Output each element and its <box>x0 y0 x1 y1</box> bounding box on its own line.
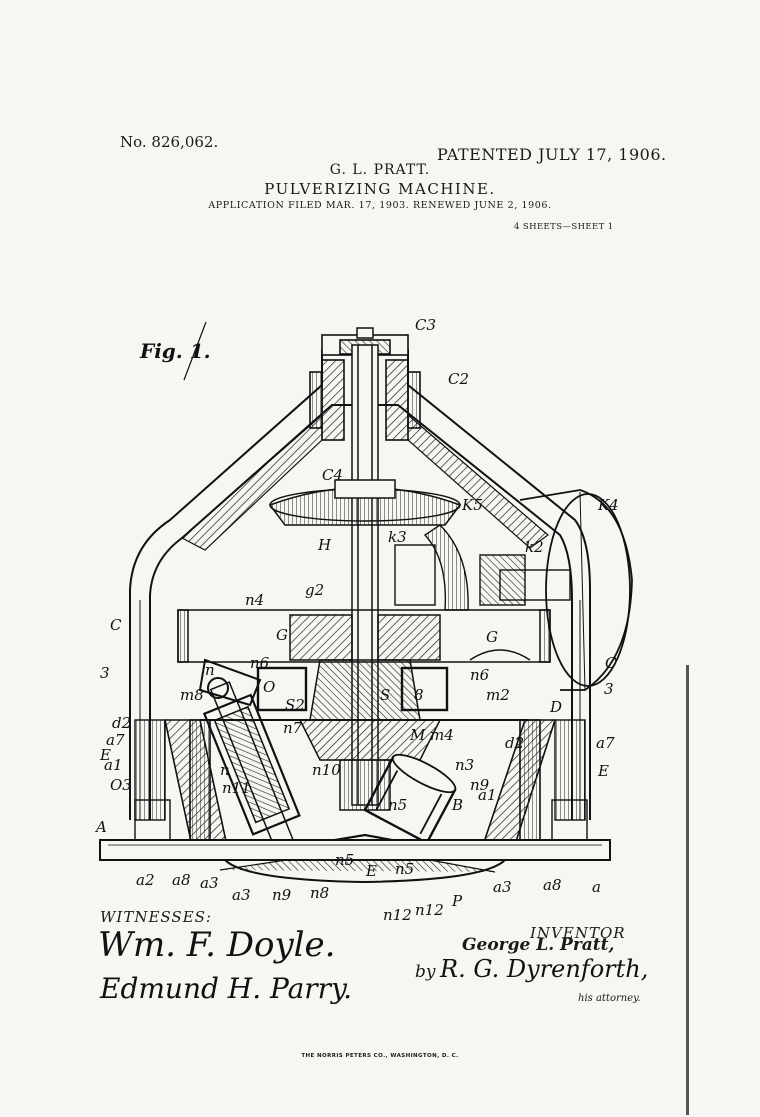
inventor-name-heading: G. L. PRATT. <box>329 162 431 178</box>
label-n11: n11 <box>222 779 251 797</box>
label-c2: C2 <box>448 370 469 388</box>
label-a1-left: a1 <box>104 756 123 774</box>
by-label: by <box>415 962 436 982</box>
label-s2: S2 <box>285 696 305 714</box>
label-g-left: G <box>276 626 288 644</box>
label-n-lower: n <box>220 761 230 779</box>
label-a7-left: a7 <box>106 731 125 749</box>
label-n5-center: n5 <box>335 851 354 869</box>
sheet-count: 4 SHEETS—SHEET 1 <box>514 222 614 232</box>
witnesses-label: WITNESSES: <box>100 908 212 926</box>
label-e-bottom: E <box>365 862 377 880</box>
label-a8-left: a8 <box>172 871 191 889</box>
label-n5-right: n5 <box>388 796 407 814</box>
label-k4: K4 <box>597 496 619 514</box>
patent-date: PATENTED JULY 17, 1906. <box>437 145 667 164</box>
label-a3-left: a3 <box>200 874 219 892</box>
side-posts <box>134 719 588 841</box>
label-8: 8 <box>414 686 424 704</box>
label-m: M <box>409 726 426 744</box>
label-n12-left: n12 <box>383 906 412 924</box>
drive-pulley <box>519 489 633 691</box>
label-h: H <box>317 536 332 554</box>
inventor-label: INVENTOR <box>530 924 626 942</box>
top-bearing <box>309 334 421 441</box>
label-k5: K5 <box>461 496 483 514</box>
application-line: APPLICATION FILED MAR. 17, 1903. RENEWED… <box>208 200 552 211</box>
witness-1-signature: Wm. F. Doyle. <box>98 925 336 965</box>
label-n3: n3 <box>455 756 474 774</box>
label-a7-right: a7 <box>596 734 615 752</box>
label-a3-right: a3 <box>493 878 512 896</box>
label-a2: a2 <box>136 871 155 889</box>
patent-number: No. 826,062. <box>120 133 219 151</box>
inventor-signature: George L. Pratt, <box>462 935 615 955</box>
label-e-right: E <box>597 762 609 780</box>
label-3-left: 3 <box>100 664 110 682</box>
attorney-signature: R. G. Dyrenforth, <box>440 955 649 983</box>
label-k2: k2 <box>525 538 544 556</box>
label-s: S <box>380 686 390 704</box>
label-b: B <box>451 796 463 814</box>
pinion-gear <box>394 524 571 611</box>
central-hub <box>256 659 449 811</box>
label-g2: g2 <box>305 581 324 599</box>
label-m4: m4 <box>430 726 454 744</box>
label-n10: n10 <box>312 761 341 779</box>
label-g-right: G <box>486 628 498 646</box>
figure-label: Fig. 1. <box>139 321 211 381</box>
scan-edge-line <box>686 665 689 1115</box>
label-m2: m2 <box>486 686 510 704</box>
label-d: D <box>549 698 562 716</box>
label-n4: n4 <box>245 591 264 609</box>
bevel-gear-large <box>268 479 462 526</box>
label-3-right: 3 <box>604 680 614 698</box>
attorney-label: his attorney. <box>578 993 641 1004</box>
label-c-right: C <box>605 654 617 672</box>
label-o3: O3 <box>110 776 132 794</box>
label-n8: n8 <box>310 884 329 902</box>
label-n9: n9 <box>272 886 292 904</box>
frame-arm-left <box>180 413 323 551</box>
label-a1-right: a1 <box>478 786 497 804</box>
label-n5-bottom: n5 <box>395 860 414 878</box>
label-n6-left: n6 <box>250 654 270 672</box>
label-c-left: C <box>110 616 122 634</box>
label-e-left: E <box>99 746 111 764</box>
witness-2-signature: Edmund H. Parry. <box>100 972 353 1005</box>
label-p: P <box>451 892 463 910</box>
label-m8: m8 <box>180 686 204 704</box>
label-a: A <box>94 818 107 836</box>
invention-title: PULVERIZING MACHINE. <box>264 180 496 198</box>
label-k3: k3 <box>388 528 407 546</box>
label-a-right: a <box>592 878 601 896</box>
printer-imprint: THE NORRIS PETERS CO., WASHINGTON, D. C. <box>301 1053 459 1059</box>
reference-letters: C3 C2 C4 K5 K4 k3 k2 H g2 n4 C G G C n n… <box>94 316 619 924</box>
label-n12-right: n12 <box>415 901 444 919</box>
label-d2-left: d2 <box>112 714 131 732</box>
label-a8-right: a8 <box>543 876 562 894</box>
label-d2-right: d2 <box>505 734 524 752</box>
figure-label-text: Fig. 1. <box>139 339 211 363</box>
right-roller <box>363 753 457 845</box>
label-c4: C4 <box>322 466 343 484</box>
label-n7: n7 <box>283 719 303 737</box>
label-n9-upper: n9 <box>470 776 490 794</box>
label-n6-right: n6 <box>470 666 490 684</box>
base-plate <box>99 839 611 884</box>
label-c3: C3 <box>415 316 436 334</box>
label-o: O <box>263 678 275 696</box>
label-n: n <box>205 661 215 679</box>
label-a3-center: a3 <box>232 886 251 904</box>
